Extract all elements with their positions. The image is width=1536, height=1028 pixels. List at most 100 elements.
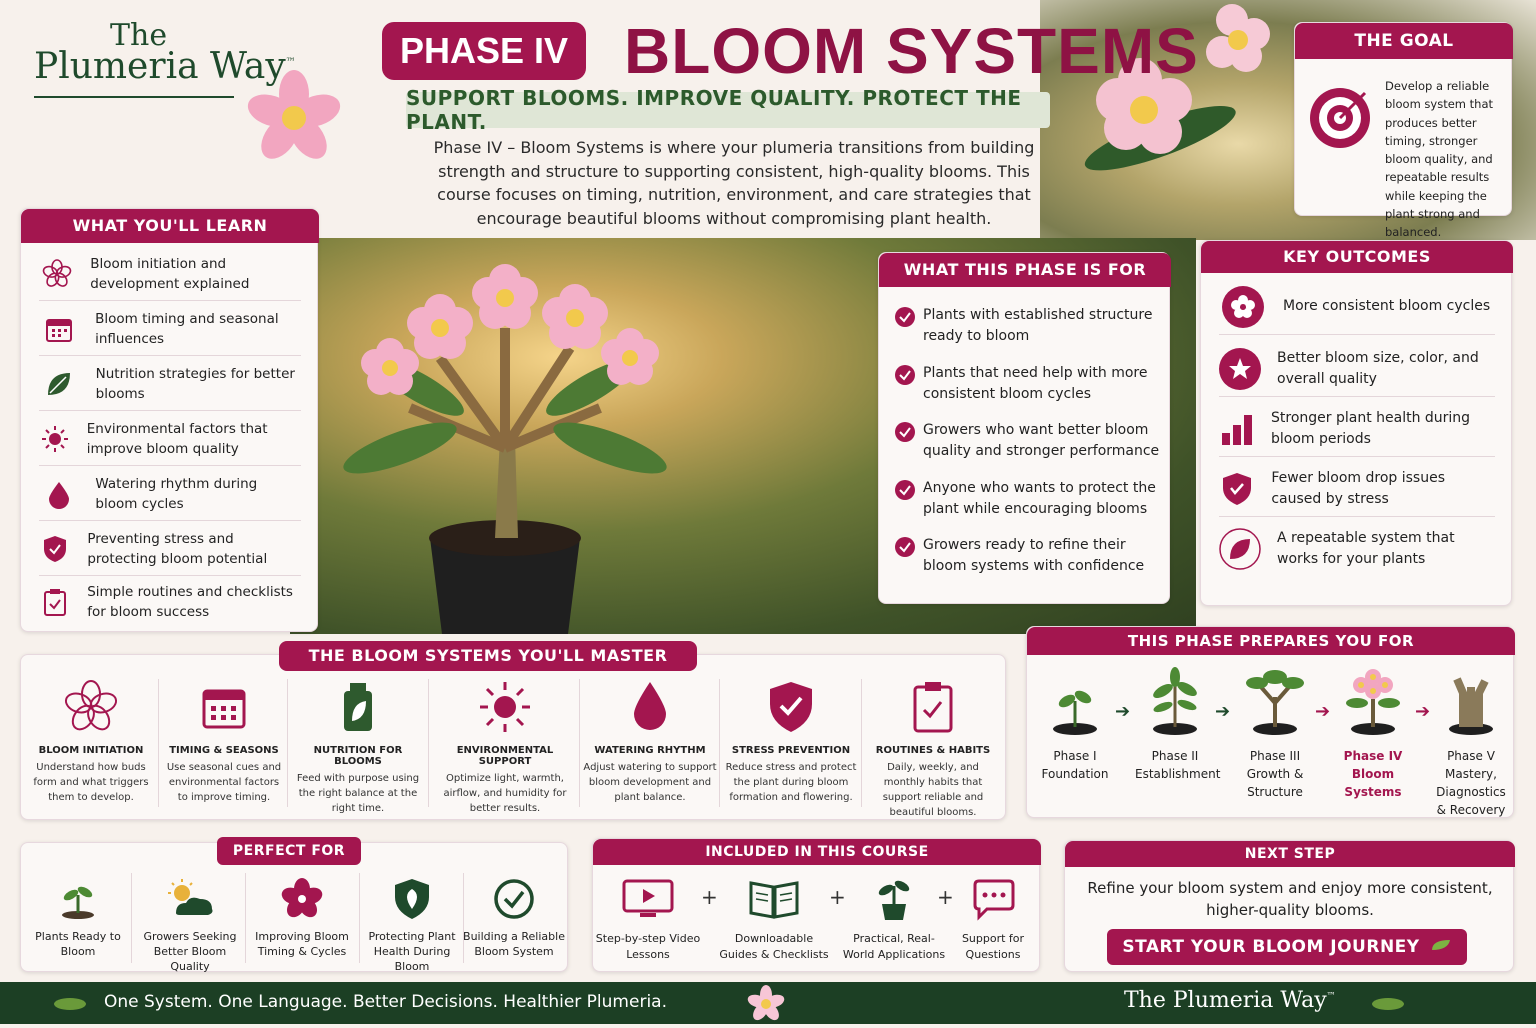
learn-item: Nutrition strategies for better blooms: [39, 357, 301, 411]
phase-step: Phase I Foundation: [1035, 667, 1115, 783]
sun-icon: [39, 424, 71, 454]
page-title: BLOOM SYSTEMS: [624, 15, 1199, 87]
goal-card: THE GOAL Develop a reliable bloom system…: [1294, 22, 1513, 239]
young-plant-icon: [1135, 667, 1215, 741]
arrow-right-icon: ➔: [1215, 701, 1231, 722]
learn-item: Preventing stress and protecting bloom p…: [39, 522, 301, 576]
master-item-desc: Daily, weekly, and monthly habits that s…: [882, 762, 984, 818]
included-card: INCLUDED IN THIS COURSE Step-by-step Vid…: [592, 838, 1041, 972]
learn-item-label: Nutrition strategies for better blooms: [95, 365, 295, 402]
outcome-item: A repeatable system that works for your …: [1219, 521, 1495, 577]
divider: [131, 873, 132, 963]
master-item: ENVIRONMENTAL SUPPORT Optimize light, wa…: [433, 677, 577, 817]
phase-step: Phase II Establishment: [1135, 667, 1221, 783]
divider: [287, 679, 288, 807]
included-item: Downloadable Guides & Checklists: [719, 875, 829, 963]
video-icon: [593, 875, 703, 923]
shield-icon: [723, 677, 859, 737]
flower-icon: [1219, 285, 1267, 328]
included-label: Step-by-step Video Lessons: [595, 932, 701, 961]
start-journey-button[interactable]: START YOUR BLOOM JOURNEY: [1107, 929, 1467, 965]
seedling-icon: [1035, 667, 1115, 741]
shield-icon: [1219, 471, 1255, 507]
outcome-item: More consistent bloom cycles: [1219, 279, 1495, 335]
potted-plant-icon: [839, 875, 949, 923]
learn-item: Simple routines and checklists for bloom…: [39, 575, 301, 629]
logo-the: The: [110, 18, 168, 53]
learn-item-label: Bloom timing and seasonal influences: [95, 310, 279, 347]
next-step-text: Refine your bloom system and enjoy more …: [1087, 879, 1493, 919]
clipboard-icon: [39, 587, 71, 617]
flower-icon: [746, 984, 786, 1028]
footer-tm: ™: [1326, 991, 1336, 1002]
calendar-icon: [163, 677, 285, 737]
footer-brand-text: The Plumeria Way: [1124, 988, 1327, 1013]
check-circle-icon: [461, 875, 567, 923]
included-label: Practical, Real-World Applications: [842, 932, 946, 961]
learn-item-label: Simple routines and checklists for bloom…: [87, 584, 293, 620]
outcome-label: A repeatable system that works for your …: [1277, 530, 1455, 567]
master-item-title: ENVIRONMENTAL SUPPORT: [456, 745, 554, 767]
master-item-title: TIMING & SEASONS: [169, 745, 279, 756]
phase-step-label: Phase III Growth & Structure: [1246, 749, 1304, 799]
phase-step-label: Phase II Establishment: [1135, 749, 1221, 781]
perfect-for-label: Growers Seeking Better Bloom Quality: [143, 930, 237, 973]
phase-for-label: Plants with established structure ready …: [923, 307, 1153, 344]
phase-badge: PHASE IV: [382, 22, 586, 80]
master-item: WATERING RHYTHM Adjust watering to suppo…: [583, 677, 717, 817]
divider: [861, 679, 862, 807]
master-item-desc: Reduce stress and protect the plant duri…: [725, 762, 857, 803]
perfect-for-item: Plants Ready to Bloom: [25, 875, 131, 959]
calendar-icon: [39, 314, 79, 344]
footer-brand: The Plumeria Way™: [1124, 988, 1336, 1013]
footer-slogan: One System. One Language. Better Decisio…: [104, 992, 667, 1012]
perfect-for-item: Improving Bloom Timing & Cycles: [249, 875, 355, 959]
divider: [158, 679, 159, 807]
check-icon: [895, 305, 915, 347]
learn-item-label: Bloom initiation and development explain…: [90, 255, 250, 292]
phase-for-item: Growers ready to refine their bloom syst…: [895, 535, 1165, 577]
perfect-for-label: Plants Ready to Bloom: [35, 930, 121, 958]
goal-text: Develop a reliable bloom system that pro…: [1385, 79, 1494, 240]
perfect-for-label: Building a Reliable Bloom System: [463, 930, 565, 958]
next-step-title: NEXT STEP: [1065, 841, 1515, 867]
next-step-card: NEXT STEP Refine your bloom system and e…: [1064, 840, 1515, 972]
master-item-desc: Optimize light, warmth, airflow, and hum…: [443, 773, 567, 814]
master-item-title: ROUTINES & HABITS: [875, 745, 991, 756]
check-icon: [895, 363, 915, 405]
phase-step-label: Phase IV Bloom Systems: [1343, 749, 1403, 799]
included-label: Support for Questions: [961, 932, 1025, 961]
master-item: BLOOM INITIATION Understand how buds for…: [31, 677, 151, 817]
master-item-desc: Feed with purpose using the right balanc…: [296, 773, 420, 814]
phase-for-item: Growers who want better bloom quality an…: [895, 420, 1165, 462]
logo-name: Plumeria Way™: [34, 46, 296, 87]
learn-card: WHAT YOU'LL LEARN Bloom initiation and d…: [20, 208, 319, 632]
master-item: ROUTINES & HABITS Daily, weekly, and mon…: [865, 677, 1001, 818]
learn-item-label: Preventing stress and protecting bloom p…: [87, 530, 268, 567]
sun-cloud-icon: [137, 875, 243, 923]
trunk-icon: [1431, 667, 1511, 741]
flower-icon: [31, 677, 151, 737]
learn-item: Environmental factors that improve bloom…: [39, 412, 301, 466]
divider: [359, 873, 360, 963]
master-title: THE BLOOM SYSTEMS YOU'LL MASTER: [279, 641, 697, 671]
intro-text: Phase IV – Bloom Systems is where your p…: [433, 138, 1035, 228]
master-card: THE BLOOM SYSTEMS YOU'LL MASTER BLOOM IN…: [20, 641, 1006, 820]
plus-icon: +: [701, 885, 718, 909]
goal-title: THE GOAL: [1295, 23, 1513, 59]
learn-item-label: Watering rhythm during bloom cycles: [95, 475, 258, 512]
arrow-right-icon: ➔: [1415, 701, 1431, 722]
blooming-plant-icon: [1333, 667, 1413, 741]
learn-item: Watering rhythm during bloom cycles: [39, 467, 301, 521]
phase-step-label: Phase I Foundation: [1041, 749, 1109, 781]
star-icon: [1219, 347, 1261, 390]
footer: One System. One Language. Better Decisio…: [0, 982, 1536, 1024]
master-item-title: NUTRITION FOR BLOOMS: [313, 745, 403, 767]
logo-underline: [34, 96, 234, 98]
phase-step-label: Phase V Mastery, Diagnostics & Recovery: [1436, 749, 1506, 817]
master-item-desc: Use seasonal cues and environmental fact…: [166, 762, 282, 803]
outcomes-title: KEY OUTCOMES: [1201, 241, 1513, 273]
plus-icon: +: [829, 885, 846, 909]
phase-step: Phase V Mastery, Diagnostics & Recovery: [1431, 667, 1511, 819]
logo-flower-icon: [246, 70, 342, 170]
